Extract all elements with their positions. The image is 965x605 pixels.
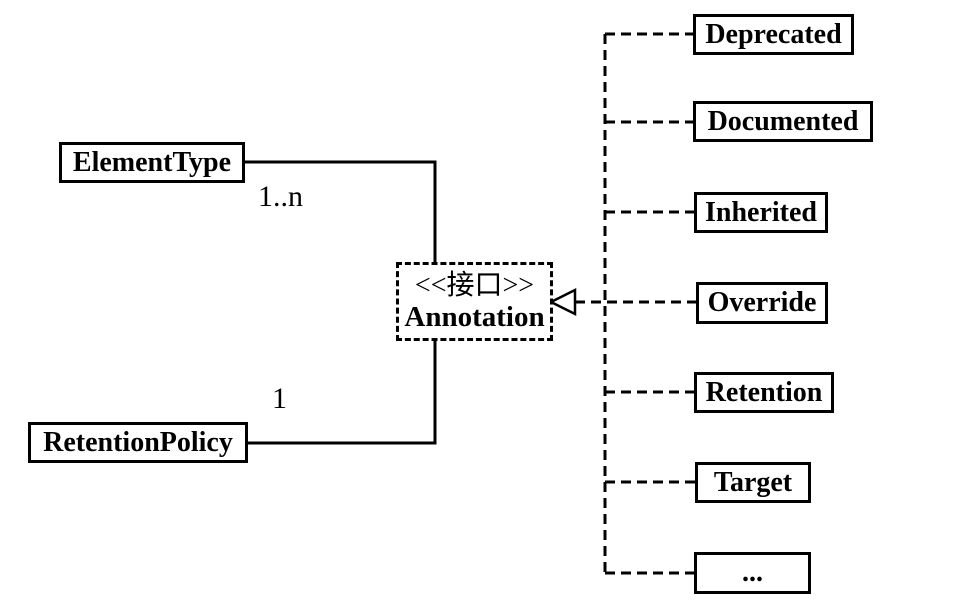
impl-label-target: Target <box>713 466 793 498</box>
class-box-elementtype: ElementType <box>59 142 245 183</box>
interface-stereotype-label: <<接口>> <box>414 269 535 301</box>
impl-label-documented: Documented <box>707 105 859 137</box>
impl-box-override: Override <box>696 282 828 324</box>
interface-name-label: Annotation <box>404 300 545 333</box>
multiplicity-label-retentionpolicy: 1 <box>272 382 287 415</box>
association-line-elementtype <box>245 160 437 263</box>
impl-box-inherited: Inherited <box>694 192 828 233</box>
impl-box-more: ... <box>694 552 811 594</box>
impl-label-retention: Retention <box>705 376 823 408</box>
impl-label-override: Override <box>707 287 817 318</box>
impl-box-target: Target <box>695 462 811 503</box>
class-label-retentionpolicy: RetentionPolicy <box>43 426 233 458</box>
impl-box-deprecated: Deprecated <box>693 14 854 55</box>
class-label-elementtype: ElementType <box>72 146 232 178</box>
impl-label-deprecated: Deprecated <box>705 18 842 50</box>
realization-triangle-icon <box>548 287 577 317</box>
impl-box-documented: Documented <box>693 101 873 142</box>
impl-box-retention: Retention <box>694 372 834 413</box>
interface-box-annotation: <<接口>> Annotation <box>396 262 553 341</box>
multiplicity-label-elementtype: 1..n <box>258 180 303 213</box>
class-box-retentionpolicy: RetentionPolicy <box>28 422 248 463</box>
impl-label-inherited: Inherited <box>705 196 817 228</box>
association-line-retentionpolicy <box>248 340 437 445</box>
impl-label-more: ... <box>742 557 763 588</box>
